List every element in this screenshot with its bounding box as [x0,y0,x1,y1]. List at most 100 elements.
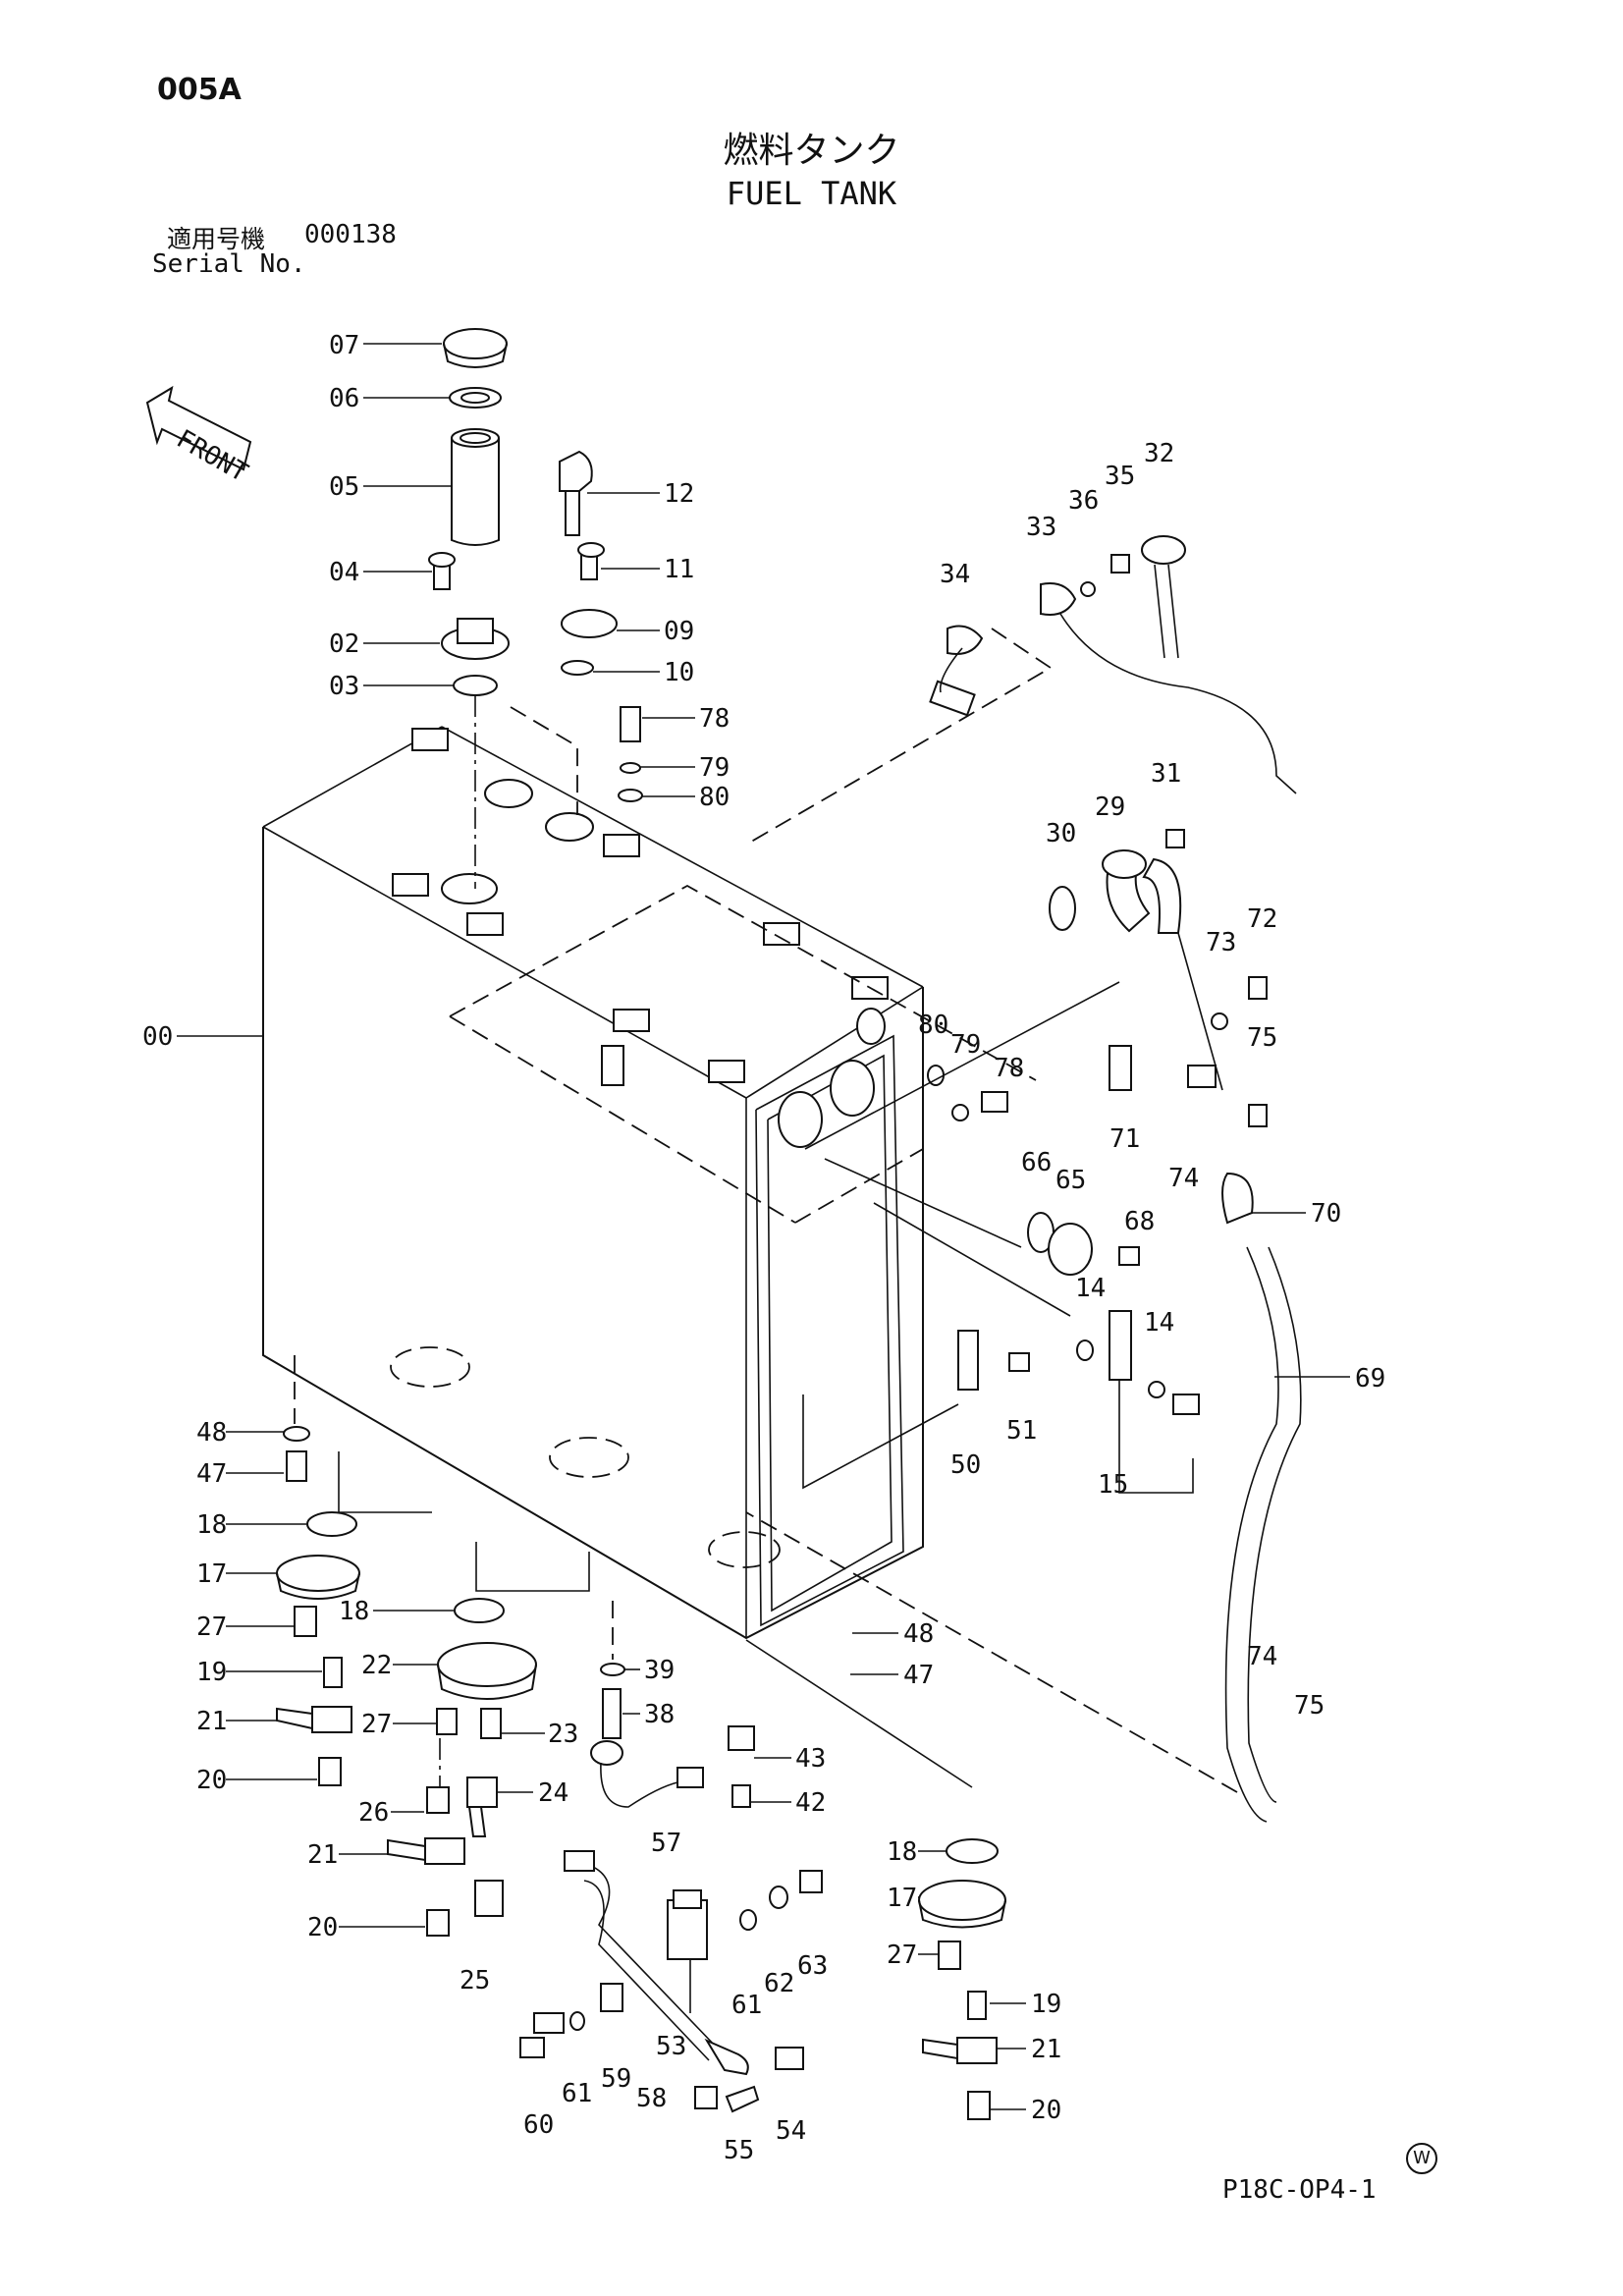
part-label: 25 [460,1966,490,1995]
part-label: 50 [950,1450,981,1480]
part-label: 79 [699,753,730,783]
part-label: 71 [1109,1124,1140,1154]
part-label: 10 [664,658,694,687]
part-label: 47 [903,1661,934,1690]
part-label: 70 [1311,1199,1341,1229]
title-japanese: 燃料タンク [723,131,900,171]
part-label: 74 [1168,1164,1199,1193]
part-label: 27 [361,1710,392,1739]
part-label: 42 [795,1788,826,1818]
part-label: 61 [731,1991,762,2020]
part-label: 39 [644,1656,675,1685]
part-label: 06 [329,384,359,413]
part-label: 34 [940,560,970,589]
part-label: 21 [196,1707,227,1736]
part-label: 38 [644,1700,675,1729]
serial-label-english: Serial No. [152,249,306,279]
part-label: 80 [918,1011,948,1040]
part-label: 75 [1294,1691,1325,1721]
part-label: 78 [994,1054,1024,1083]
part-label: 51 [1006,1416,1037,1446]
part-label: 72 [1247,904,1277,934]
part-label: 66 [1021,1148,1052,1177]
part-label: 11 [664,555,694,584]
part-label: 22 [361,1651,392,1680]
part-label: 75 [1247,1023,1277,1053]
part-label: 04 [329,558,359,587]
part-label: 59 [601,2064,631,2094]
w-mark-icon: W [1406,2143,1437,2174]
part-label: 69 [1355,1364,1385,1394]
part-label: 35 [1105,462,1135,491]
part-label: 68 [1124,1207,1155,1236]
part-label: 07 [329,331,359,360]
part-label: 29 [1095,793,1125,822]
part-label: 00 [142,1022,173,1052]
title-english: FUEL TANK [726,175,897,212]
part-label: 31 [1151,759,1181,789]
part-label: 09 [664,617,694,646]
part-label: 47 [196,1459,227,1489]
drain-pipe-assembly [519,1850,823,2113]
part-label: 21 [1031,2035,1061,2064]
part-label: 21 [307,1840,338,1870]
part-leaders [177,343,1350,2110]
part-label: 27 [196,1613,227,1642]
drain-assembly-right [745,1639,1006,2120]
tank-mount-brackets [392,728,889,1086]
part-label: 65 [1055,1166,1086,1195]
serial-label-japanese: 適用号機 [167,225,266,253]
fuel-hose [745,1172,1302,1823]
part-label: 12 [664,479,694,509]
part-label: 17 [196,1559,227,1589]
part-label: 23 [548,1720,578,1749]
part-label: 27 [887,1941,917,1970]
part-label: 03 [329,672,359,701]
return-elbow [1049,829,1223,1091]
part-label: 62 [764,1969,794,1998]
part-label: 36 [1068,486,1099,516]
part-label: 05 [329,472,359,502]
part-label: 18 [339,1597,369,1626]
serial-value: 000138 [304,220,397,249]
part-label: 20 [307,1913,338,1942]
part-label: 24 [538,1778,568,1808]
part-label: 73 [1206,928,1236,957]
drain-assembly-left [276,1355,432,1786]
page-code: 005A [157,73,242,107]
part-label: 30 [1046,819,1076,848]
part-label: 43 [795,1744,826,1774]
part-label: 26 [358,1798,389,1828]
part-label: 61 [562,2079,592,2108]
part-label: 63 [797,1951,828,1981]
sensor-38-assembly [590,1601,755,1808]
part-label: 18 [196,1510,227,1540]
part-label: 74 [1247,1642,1277,1671]
part-label: 79 [950,1030,981,1060]
part-label: 48 [196,1418,227,1448]
filler-neck-assembly [428,328,510,889]
level-gauge-wiring [745,535,1297,846]
part-label: 80 [699,783,730,812]
part-labels: 07 06 05 04 02 03 12 11 09 10 78 79 80 3… [142,331,1385,2165]
tank-body [262,726,1037,1640]
part-label: 20 [196,1766,227,1795]
part-label: 14 [1144,1308,1174,1338]
part-label: 32 [1144,439,1174,468]
part-label: 60 [523,2110,554,2140]
part-label: 48 [903,1619,934,1649]
front-arrow-icon: FRONT [145,385,253,488]
part-label: 19 [1031,1990,1061,2019]
part-label: 02 [329,629,359,659]
part-label: 57 [651,1829,681,1858]
side-fittings [802,976,1268,1494]
part-label: 20 [1031,2096,1061,2125]
part-label: 14 [1075,1274,1106,1303]
part-label: 19 [196,1658,227,1687]
part-label: 53 [656,2032,686,2061]
part-label: 78 [699,704,730,734]
part-label: 58 [636,2084,667,2113]
part-label: 54 [776,2116,806,2146]
part-label: 55 [724,2136,754,2165]
